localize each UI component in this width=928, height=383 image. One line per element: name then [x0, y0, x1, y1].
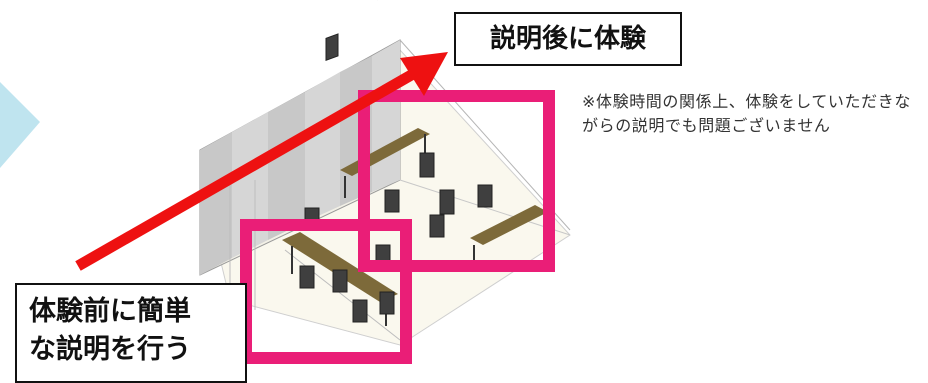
- chevron-right-icon: [0, 82, 40, 168]
- room-illustration: [0, 0, 571, 364]
- highlight-frame-after: [358, 90, 555, 272]
- before-explanation-label: 体験前に簡単 な説明を行う: [15, 283, 247, 383]
- note-text: ※体験時間の関係上、体験をしていただきながらの説明でも問題ございません: [582, 92, 911, 135]
- after-explanation-label: 説明後に体験: [454, 12, 682, 66]
- before-explanation-line2: な説明を行う: [29, 334, 191, 365]
- before-explanation-line1: 体験前に簡単: [29, 296, 191, 327]
- after-explanation-text: 説明後に体験: [489, 24, 646, 54]
- arrow-up-right-icon: [75, 52, 448, 271]
- side-wall: [229, 180, 401, 341]
- chair: [299, 0, 493, 323]
